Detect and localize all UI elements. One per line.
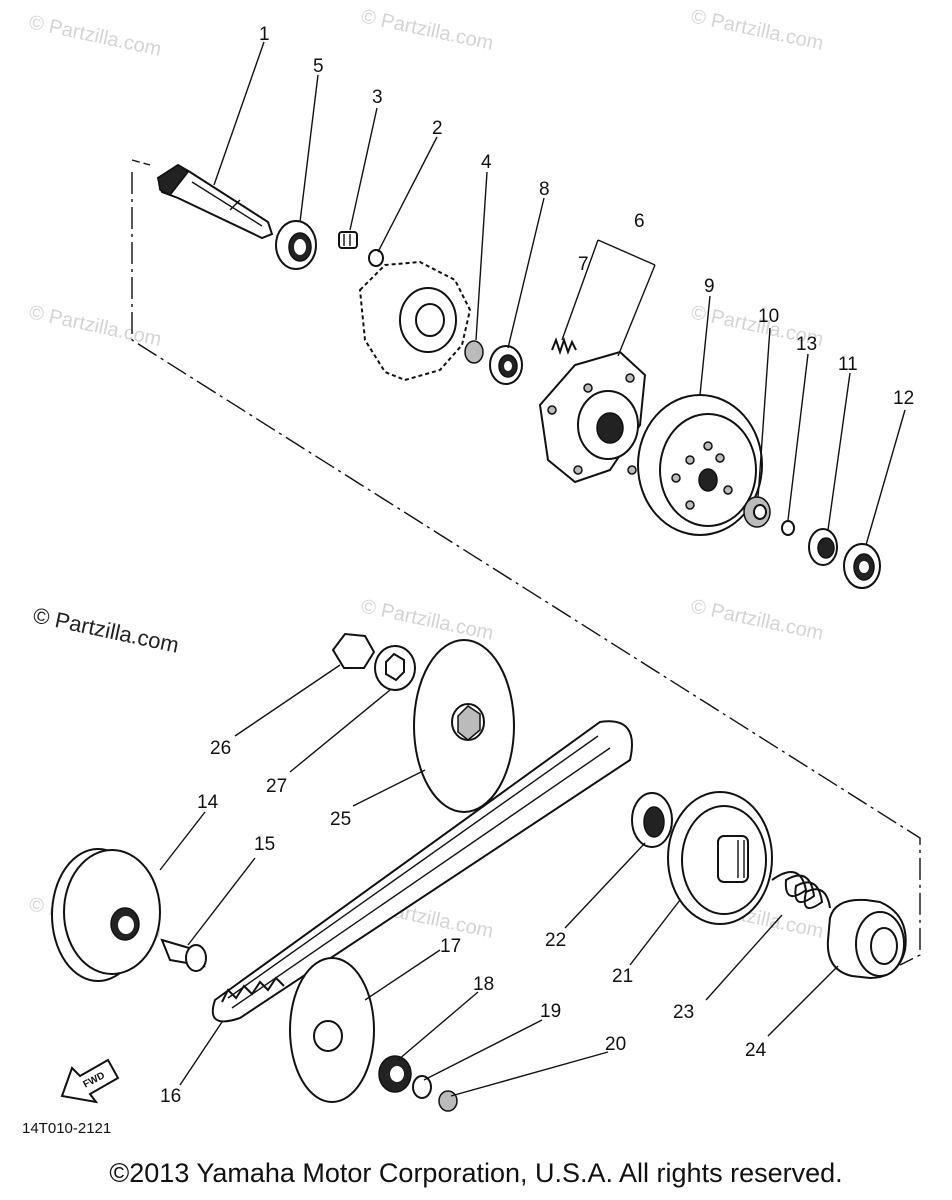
secondary-sheave-21 [667,791,773,925]
callout-7: 7 [578,254,589,275]
crankcase-housing [358,260,472,382]
bolt-3 [338,231,358,249]
callout-4: 4 [481,152,492,173]
oil-seal-12 [843,543,881,589]
callout-12: 12 [893,388,914,409]
primary-sliding-sheave-14 [51,848,161,982]
gear-18 [378,1055,412,1093]
nut-26 [331,632,376,669]
callout-10: 10 [758,306,779,327]
copyright-footer: ©2013 Yamaha Motor Corporation, U.S.A. A… [109,1158,843,1188]
callout-13: 13 [796,334,817,355]
fixed-sheave-25 [413,639,515,813]
washer-19 [412,1075,432,1099]
callout-15: 15 [254,834,275,855]
callout-2: 2 [432,118,443,139]
callout-24: 24 [745,1040,767,1061]
callout-6: 6 [634,211,645,232]
callout-9: 9 [704,276,715,297]
callout-16: 16 [160,1086,181,1107]
bearing-8 [489,345,523,385]
callout-11: 11 [838,354,858,375]
watermark-main: © Partzilla.com [31,602,181,657]
compression-spring-23 [771,871,831,910]
callout-27: 27 [266,776,287,797]
watermark-faint: © Partzilla.com [689,5,825,55]
sheave-17 [289,957,375,1103]
spring-7 [551,336,577,356]
callout-21: 21 [612,966,633,987]
callout-5: 5 [313,56,324,77]
washer-27 [374,645,416,691]
cup-24 [826,898,907,980]
leader-lines [159,41,906,1097]
circlip-13 [781,520,795,536]
bearing-5 [275,220,317,270]
oil-seal-22 [631,792,673,848]
callout-8: 8 [539,179,550,200]
callout-3: 3 [372,87,383,108]
forward-arrow-icon: FWD [60,1058,120,1104]
bearing-11 [808,528,838,566]
callout-14: 14 [197,792,219,813]
callout-17: 17 [440,936,461,957]
callout-25: 25 [330,809,351,830]
callout-20: 20 [605,1034,626,1055]
v-belt [211,720,633,1023]
clutch-carrier-6 [538,350,647,484]
callout-18: 18 [473,974,494,995]
primary-shaft [156,163,274,240]
collar-15 [160,938,207,972]
watermark-faint: © Partzilla.com [689,595,825,645]
clutch-housing-9 [637,394,763,536]
callout-26: 26 [210,738,231,759]
nut-20 [438,1090,458,1112]
callout-19: 19 [540,1001,561,1022]
watermark-faint: © Partzilla.com [359,5,495,55]
nut-10 [743,496,771,528]
drawing-code: 14T010-2121 [22,1120,111,1137]
callout-23: 23 [673,1002,694,1023]
callout-22: 22 [545,930,566,951]
assembly-boundary [131,159,921,966]
callout-1: 1 [259,24,270,45]
watermark-faint: © Partzilla.com [27,11,163,61]
callout-labels: 1 5 3 2 4 8 6 7 9 10 13 11 12 26 27 25 1… [160,24,914,1107]
washer-2 [368,249,384,267]
watermark-faint: © Partzilla.com [27,301,163,351]
watermark-faint: © Partzilla.com [359,595,495,645]
washer-4 [464,340,484,364]
